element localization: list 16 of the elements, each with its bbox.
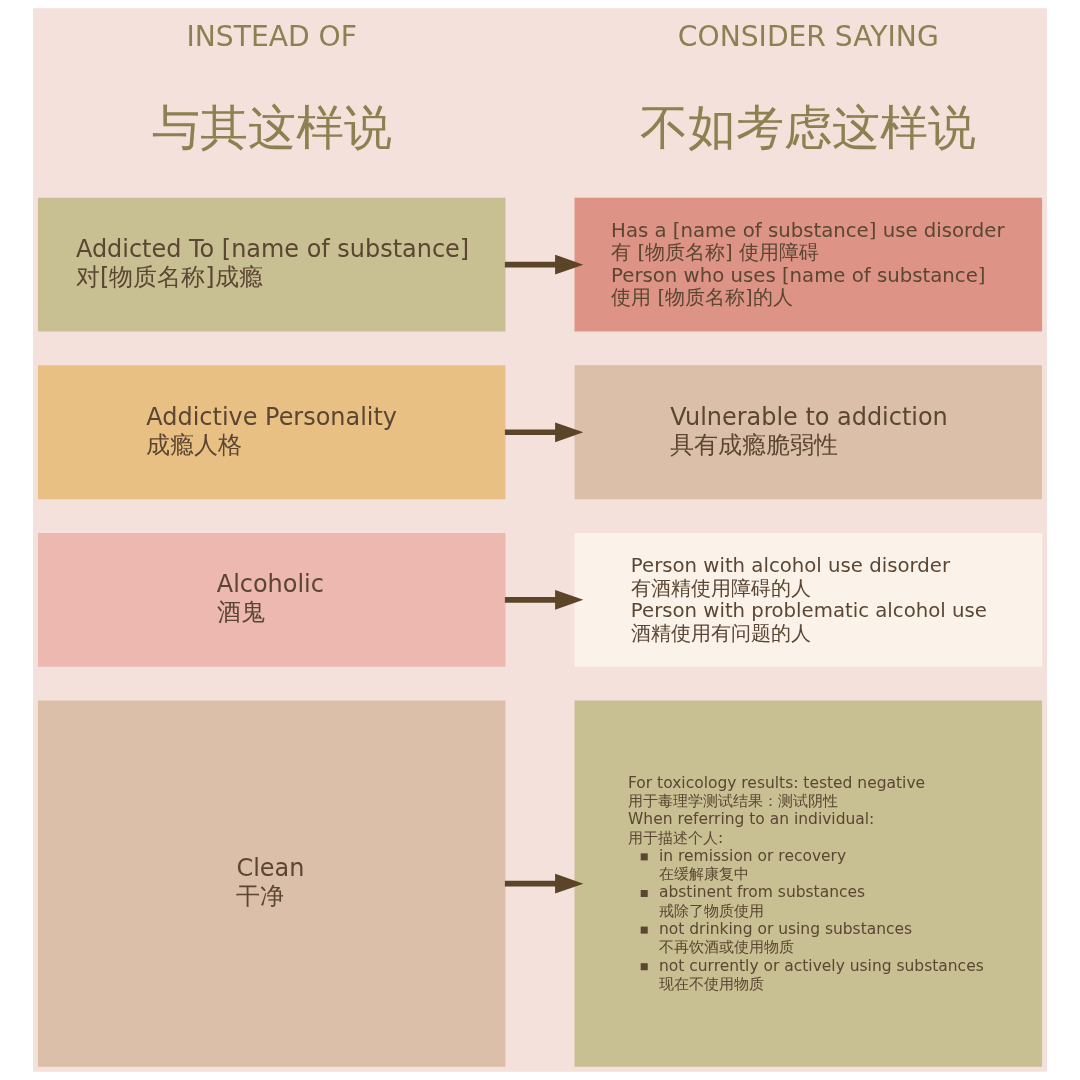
arrow — [504, 254, 584, 275]
arrow — [504, 589, 584, 610]
label: 与其这样说 — [151, 99, 392, 155]
node-box: Addicted To [name of substance] 对[物质名称]成瘾 — [37, 197, 506, 332]
label: 不如考虑这样说 — [640, 99, 977, 155]
node-box: Addictive Personality 成瘾人格 — [37, 365, 506, 500]
label: CONSIDER SAYING — [677, 20, 939, 54]
node-box: Has a [name of substance] use disorder 有 [物质名称] 使用障碍 Person who uses [name of substance] 使用 [物质名称]的人 — [574, 197, 1043, 332]
node-box: Vulnerable to addiction 具有成瘾脆弱性 — [574, 365, 1043, 500]
node-box: For toxicology results: tested negative 用于毒理学测试结果：测试阴性 When referring to an individual: 用于描述个人: in remission or recovery 在缓解康复中 abstinent from substances 戒除了物质使用 not drinking or using substances 不再饮酒或使用物质 not currently or actively using substances 现在不使用物质 — [574, 700, 1043, 1067]
node-box: Alcoholic 酒鬼 — [37, 532, 506, 667]
label: INSTEAD OF — [186, 20, 357, 54]
node-box: Person with alcohol use disorder 有酒精使用障碍的人 Person with problematic alcohol use 酒精使用有问题的人 — [574, 532, 1043, 667]
node-box: Clean 干净 — [37, 700, 506, 1067]
arrow — [504, 422, 584, 443]
arrow — [504, 873, 584, 894]
